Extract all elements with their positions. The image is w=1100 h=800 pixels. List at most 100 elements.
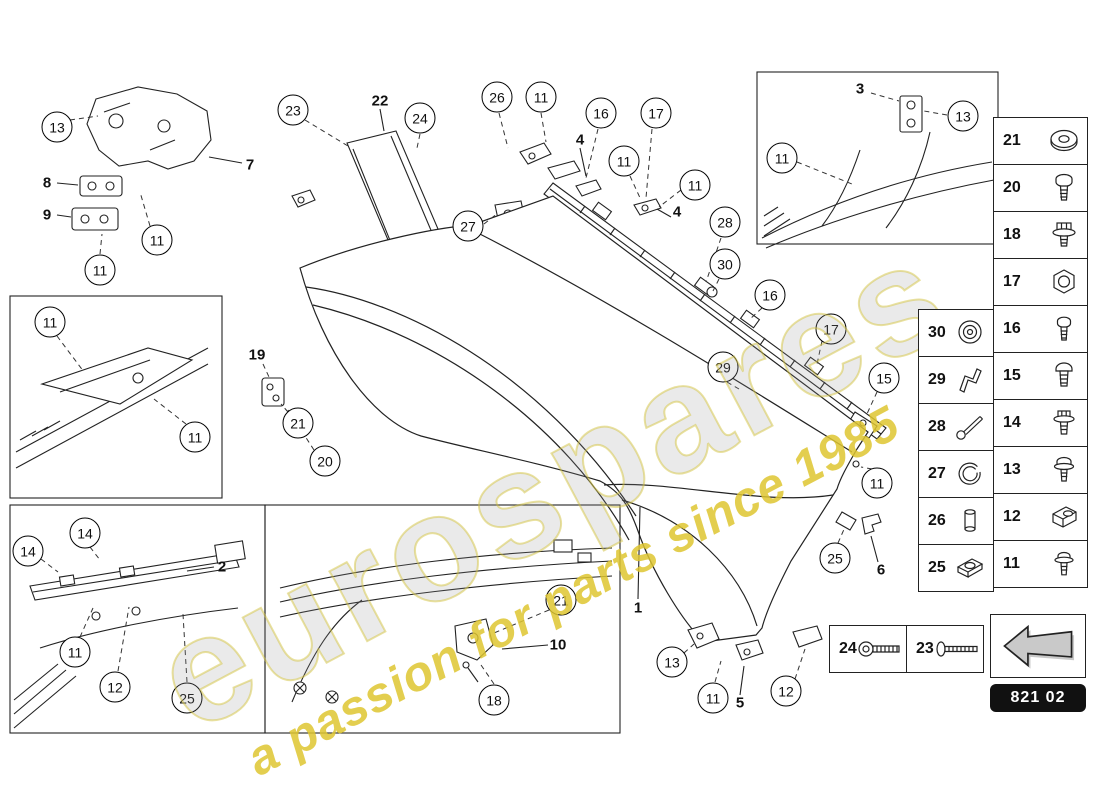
legend-number: 30 — [928, 324, 946, 341]
clip-bracket-icon — [953, 364, 987, 396]
callout-13[interactable]: 13 — [656, 646, 688, 678]
callout-14[interactable]: 14 — [12, 535, 44, 567]
round-head-bolt-icon — [1047, 360, 1081, 392]
legend-number: 21 — [1003, 132, 1021, 149]
callout-11[interactable]: 11 — [697, 682, 729, 714]
legend-number: 20 — [1003, 179, 1021, 196]
small-screw-icon — [1047, 313, 1081, 345]
legend-item-21[interactable]: 21 — [993, 117, 1088, 165]
callout-24[interactable]: 24 — [404, 102, 436, 134]
callout-17[interactable]: 17 — [815, 313, 847, 345]
label-19: 19 — [248, 346, 266, 364]
long-screw-horizontal-icon — [934, 635, 982, 663]
callout-14[interactable]: 14 — [69, 517, 101, 549]
callout-11[interactable]: 11 — [179, 421, 211, 453]
legend-number: 18 — [1003, 226, 1021, 243]
legend-item-18[interactable]: 18 — [993, 211, 1088, 259]
callout-15[interactable]: 15 — [868, 362, 900, 394]
grommet-icon — [953, 317, 987, 349]
callout-11[interactable]: 11 — [141, 224, 173, 256]
label-7: 7 — [245, 156, 255, 174]
label-8: 8 — [42, 174, 52, 192]
legend-item-24[interactable]: 24 — [829, 625, 907, 673]
legend-number: 29 — [928, 371, 946, 388]
hex-nut-icon — [1047, 266, 1081, 298]
callout-30[interactable]: 30 — [709, 248, 741, 280]
legend-item-20[interactable]: 20 — [993, 164, 1088, 212]
callout-12[interactable]: 12 — [99, 671, 131, 703]
callout-26[interactable]: 26 — [481, 81, 513, 113]
legend-item-17[interactable]: 17 — [993, 258, 1088, 306]
washer-icon — [1047, 125, 1081, 157]
callout-11[interactable]: 11 — [59, 636, 91, 668]
legend-item-28[interactable]: 28 — [918, 403, 994, 451]
label-1: 1 — [633, 599, 643, 617]
legend-number: 15 — [1003, 367, 1021, 384]
legend-item-11[interactable]: 11 — [993, 540, 1088, 588]
legend-number: 13 — [1003, 461, 1021, 478]
screw-horizontal-icon — [857, 635, 905, 663]
label-6: 6 — [876, 561, 886, 579]
callout-21[interactable]: 21 — [545, 584, 577, 616]
callout-16[interactable]: 16 — [585, 97, 617, 129]
legend-item-13[interactable]: 13 — [993, 446, 1088, 494]
flange-screw-icon — [1047, 548, 1081, 580]
callout-11[interactable]: 11 — [679, 169, 711, 201]
sleeve-icon — [953, 505, 987, 537]
legend-number: 25 — [928, 559, 946, 576]
legend-item-15[interactable]: 15 — [993, 352, 1088, 400]
callout-17[interactable]: 17 — [640, 97, 672, 129]
callout-28[interactable]: 28 — [709, 206, 741, 238]
label-5: 5 — [735, 694, 745, 712]
callout-25[interactable]: 25 — [171, 682, 203, 714]
pan-head-screw-icon — [1047, 172, 1081, 204]
legend-bottom-row: 24 23 — [829, 625, 984, 673]
legend-item-16[interactable]: 16 — [993, 305, 1088, 353]
legend-number: 27 — [928, 465, 946, 482]
label-4: 4 — [575, 131, 585, 149]
speed-nut-icon — [953, 552, 987, 584]
legend-item-23[interactable]: 23 — [906, 625, 984, 673]
label-4: 4 — [672, 203, 682, 221]
callout-18[interactable]: 18 — [478, 684, 510, 716]
seal-ring-icon — [953, 458, 987, 490]
legend-item-14[interactable]: 14 — [993, 399, 1088, 447]
callout-13[interactable]: 13 — [947, 100, 979, 132]
legend-number: 28 — [928, 418, 946, 435]
label-10: 10 — [549, 636, 567, 654]
callout-20[interactable]: 20 — [309, 445, 341, 477]
callout-12[interactable]: 12 — [770, 675, 802, 707]
legend-item-27[interactable]: 27 — [918, 450, 994, 498]
legend-item-25[interactable]: 25 — [918, 544, 994, 592]
callout-27[interactable]: 27 — [452, 210, 484, 242]
callout-11[interactable]: 11 — [34, 306, 66, 338]
legend-item-12[interactable]: 12 — [993, 493, 1088, 541]
arrow-icon — [1003, 624, 1075, 669]
callout-16[interactable]: 16 — [754, 279, 786, 311]
label-3: 3 — [855, 80, 865, 98]
callout-29[interactable]: 29 — [707, 351, 739, 383]
legend-column-left: 30 29 28 27 26 25 — [918, 309, 994, 592]
callout-25[interactable]: 25 — [819, 542, 851, 574]
callout-13[interactable]: 13 — [41, 111, 73, 143]
logo-arrow-button[interactable] — [990, 614, 1086, 678]
callout-11[interactable]: 11 — [766, 142, 798, 174]
pin-icon — [953, 411, 987, 443]
legend-number: 23 — [916, 640, 934, 657]
legend-number: 16 — [1003, 320, 1021, 337]
callout-11[interactable]: 11 — [525, 81, 557, 113]
legend-item-30[interactable]: 30 — [918, 309, 994, 357]
callout-21[interactable]: 21 — [282, 407, 314, 439]
clip-nut-icon — [1047, 501, 1081, 533]
callout-11[interactable]: 11 — [608, 145, 640, 177]
legend-item-29[interactable]: 29 — [918, 356, 994, 404]
callout-11[interactable]: 11 — [861, 467, 893, 499]
legend-number: 26 — [928, 512, 946, 529]
legend-item-26[interactable]: 26 — [918, 497, 994, 545]
callout-11[interactable]: 11 — [84, 254, 116, 286]
callout-23[interactable]: 23 — [277, 94, 309, 126]
